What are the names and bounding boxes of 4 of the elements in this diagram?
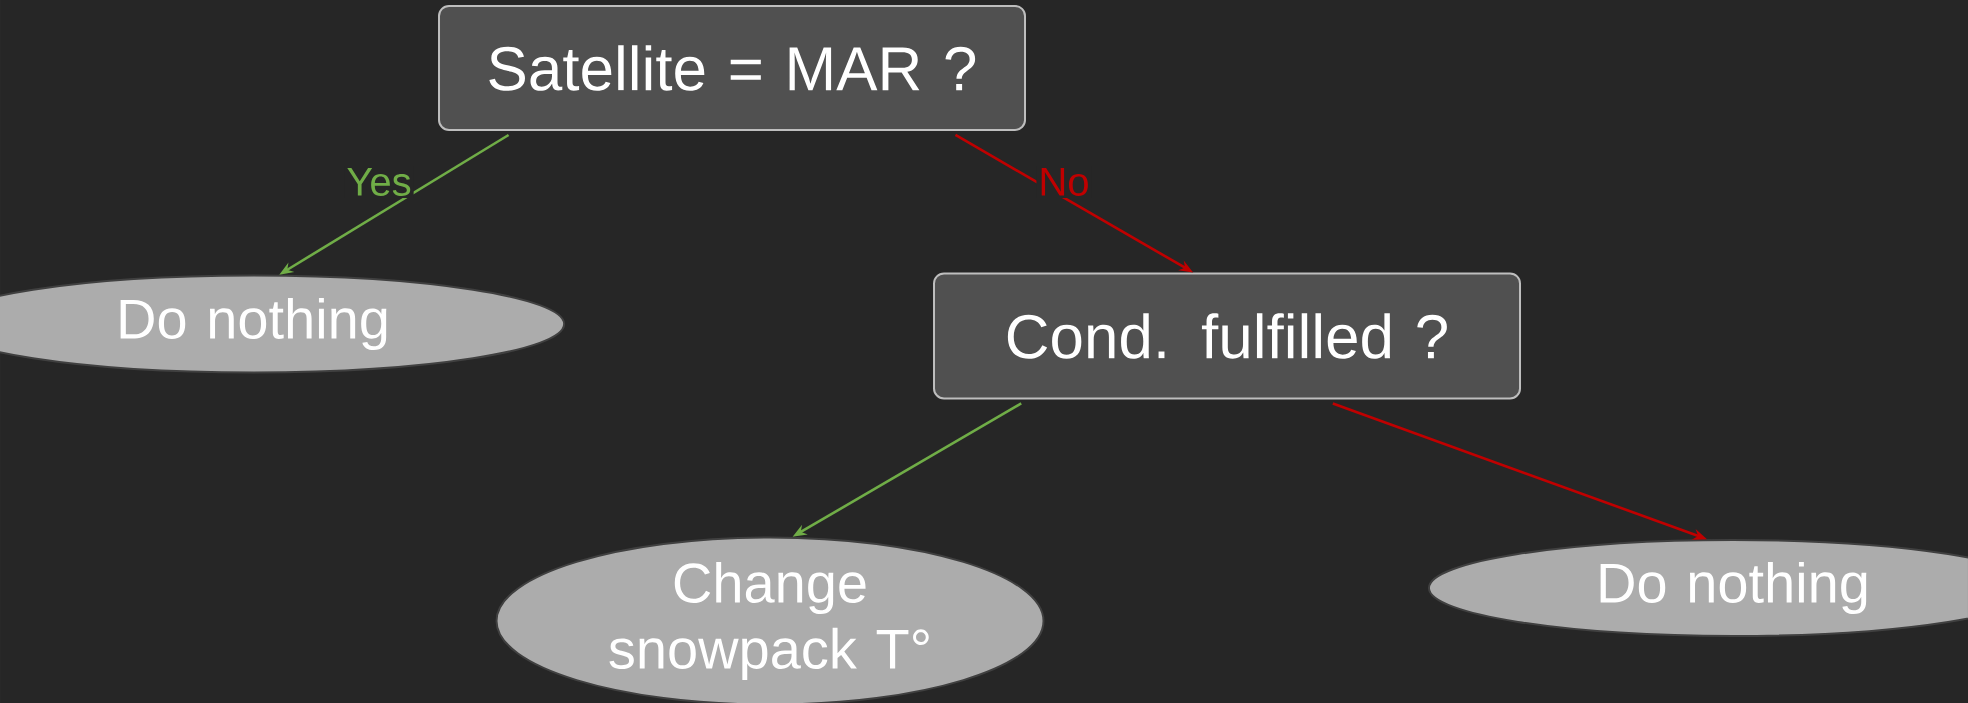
- decision-box: Satellite = MAR ?: [438, 5, 1026, 131]
- edge-label: Yes: [344, 166, 414, 198]
- edge-label: No: [1036, 166, 1092, 198]
- decision-box: Cond. fulfilled ?: [933, 272, 1521, 400]
